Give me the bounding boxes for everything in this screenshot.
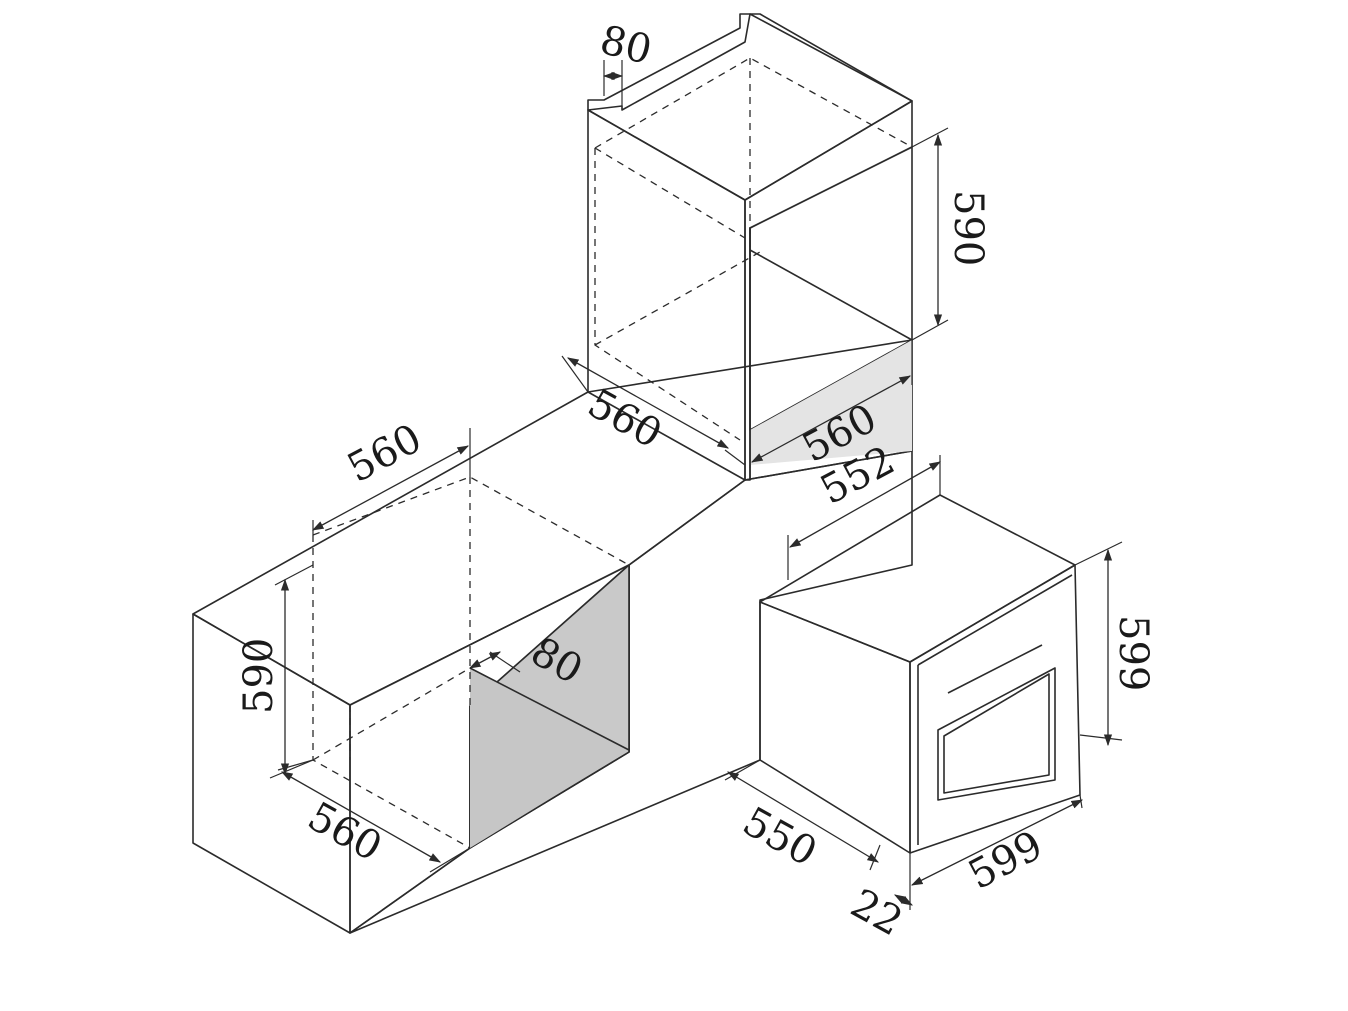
base-cabinet xyxy=(192,339,913,934)
oven xyxy=(759,494,1081,854)
oven-top-face xyxy=(759,494,1076,663)
oven-door-window xyxy=(937,667,1056,801)
oven-control-strip xyxy=(947,644,1043,694)
label-base-niche-height: 590 xyxy=(236,638,282,714)
label-oven-front-height: 599 xyxy=(1110,615,1156,691)
label-oven-body-depth: 550 xyxy=(735,799,824,876)
label-tall-niche-depth: 560 xyxy=(580,381,669,458)
label-oven-front-width: 599 xyxy=(961,822,1050,898)
label-tall-vent-gap: 80 xyxy=(596,17,657,74)
label-oven-front-thickness: 22 xyxy=(843,881,910,946)
label-base-niche-depth: 560 xyxy=(300,794,389,871)
label-base-niche-width: 560 xyxy=(340,415,429,491)
label-tall-niche-height: 590 xyxy=(945,190,991,266)
dimension-labels: 80 590 560 560 552 560 590 560 80 599 55… xyxy=(236,17,1156,945)
base-cabinet-front-long-face xyxy=(349,450,913,934)
base-niche-inner-side xyxy=(470,668,629,848)
dimension-lines xyxy=(269,60,1123,910)
